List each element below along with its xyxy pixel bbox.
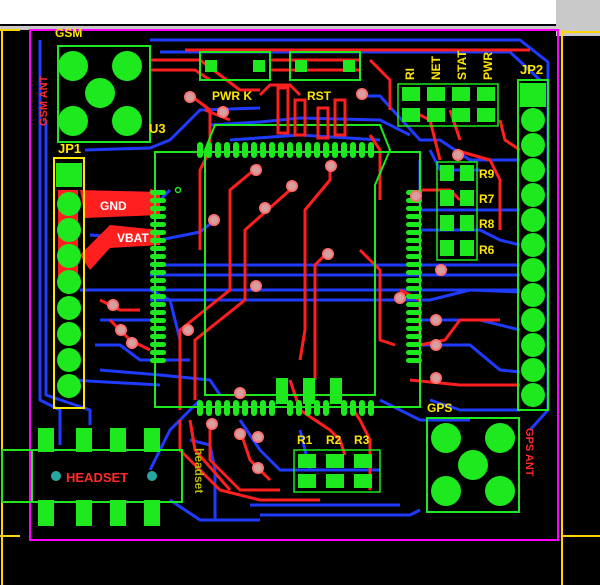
headset-hole-right — [147, 471, 157, 481]
ic-top-pads — [197, 142, 374, 158]
rst-pad-left — [295, 60, 307, 72]
r3-label: R3 — [354, 433, 370, 447]
jp2-pins — [520, 83, 546, 407]
jp1-pins — [56, 163, 82, 398]
rst-label: RST — [307, 89, 332, 103]
pwrkey-pad-right — [253, 60, 265, 72]
pin1-marker — [174, 186, 182, 194]
jp2-outline — [517, 79, 549, 411]
gsm-label: GSM — [55, 26, 82, 40]
rst-button-outline — [289, 51, 361, 81]
right-gray-panel — [556, 0, 600, 36]
jp2-label: JP2 — [520, 62, 543, 77]
ri-label: RI — [403, 68, 417, 80]
led-pads — [402, 87, 495, 122]
jp1-label: JP1 — [58, 141, 81, 156]
ic-bottom-pads — [197, 378, 374, 416]
chip-outline — [204, 124, 392, 396]
top-gray-bar — [0, 0, 600, 24]
mirrored-silk-label: headset — [192, 448, 206, 493]
r7-label: R7 — [479, 192, 495, 206]
gsm-module-outline — [57, 45, 151, 143]
gps-ant-label: GPS ANT — [523, 428, 535, 477]
headset-hole-left — [51, 471, 61, 481]
gsm-antenna-pads — [58, 51, 142, 136]
gps-label: GPS — [427, 401, 452, 415]
vbat-label: VBAT — [117, 231, 149, 245]
r123-outline — [293, 449, 381, 493]
headset-label: HEADSET — [66, 470, 128, 485]
r1-label: R1 — [297, 433, 313, 447]
gps-antenna-pads — [431, 423, 515, 506]
r9-label: R9 — [479, 167, 495, 181]
rst-pad-right — [343, 60, 355, 72]
resistor-stack-pads — [440, 165, 474, 256]
r123-pads — [298, 454, 372, 488]
u3-label: U3 — [149, 121, 166, 136]
gps-module-outline — [426, 417, 520, 513]
board-outline — [29, 29, 559, 541]
top-gray-ruler — [0, 26, 600, 30]
vbat-copper-pour — [80, 225, 160, 270]
led-array-outline — [397, 83, 499, 127]
gnd-copper-pour — [80, 190, 160, 218]
headset-plug-outline — [1, 449, 33, 503]
jp1-outline — [53, 157, 85, 409]
ic-right-pads — [406, 190, 422, 363]
r8-label: R8 — [479, 217, 495, 231]
led-labels: RI NET STAT PWR — [403, 50, 495, 80]
resistor-stack-outline — [436, 161, 478, 261]
r2-label: R2 — [326, 433, 342, 447]
stat-label: STAT — [455, 50, 469, 80]
via-ring-icon — [107, 88, 464, 474]
pwrkey-label: PWR K — [212, 89, 252, 103]
net-label: NET — [429, 55, 443, 80]
r6-label: R6 — [479, 243, 495, 257]
headset-pads — [38, 428, 160, 526]
ic-left-pads — [150, 190, 166, 363]
pwrkey-button-outline — [199, 51, 271, 81]
pwrkey-pad-left — [205, 60, 217, 72]
gnd-label: GND — [100, 199, 127, 213]
top-smd-pads — [276, 86, 347, 140]
pwr-led-label: PWR — [481, 52, 495, 80]
gsm-ant-label: GSM ANT — [38, 75, 50, 126]
